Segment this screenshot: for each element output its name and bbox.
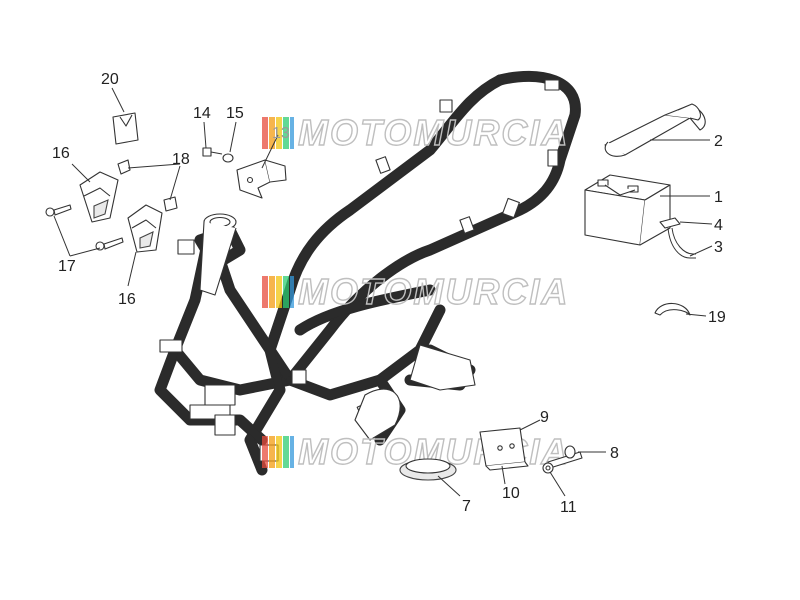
part-10-plate bbox=[479, 427, 529, 471]
part-17-screw-upper bbox=[45, 204, 72, 217]
part-16-relay-cover-top bbox=[79, 171, 119, 223]
callout-11: 11 bbox=[560, 499, 577, 516]
callout-16-bottom: 16 bbox=[118, 291, 136, 308]
frame bbox=[154, 70, 581, 476]
part-16-relay-cover-bottom bbox=[127, 204, 163, 253]
watermark-text: MOTOMURCIA bbox=[298, 112, 569, 153]
callout-18: 18 bbox=[172, 151, 190, 168]
part-20-clip bbox=[112, 112, 139, 145]
callout-14: 14 bbox=[193, 105, 211, 122]
part-17-screw-lower bbox=[95, 237, 124, 251]
callout-1: 1 bbox=[714, 189, 723, 206]
watermark-text: MOTOMURCIA bbox=[298, 271, 569, 312]
part-3-battery-cable bbox=[667, 227, 696, 259]
callout-20: 20 bbox=[101, 71, 119, 88]
part-11-washer bbox=[542, 462, 554, 474]
part-18-nut-upper bbox=[117, 159, 131, 175]
callout-9: 9 bbox=[540, 409, 549, 426]
part-15-washer bbox=[222, 153, 234, 163]
part-19-clamp bbox=[654, 302, 691, 316]
callout-16-top: 16 bbox=[52, 145, 70, 162]
part-7-seal bbox=[399, 458, 457, 481]
callout-3: 3 bbox=[714, 239, 723, 256]
part-13-bracket bbox=[236, 159, 287, 199]
part-4-cable-clip bbox=[659, 217, 681, 229]
part-2-battery-strap bbox=[604, 103, 706, 157]
callout-8: 8 bbox=[610, 445, 619, 462]
part-14-screw bbox=[202, 147, 223, 157]
watermark-logo-middle: MOTOMURCIA bbox=[262, 270, 569, 313]
callout-10: 10 bbox=[502, 485, 520, 502]
callout-15: 15 bbox=[226, 105, 244, 122]
callout-19: 19 bbox=[708, 309, 726, 326]
part-18-nut-lower bbox=[163, 196, 178, 212]
callout-17: 17 bbox=[58, 258, 76, 275]
watermark-logo-top: MOTOMURCIA bbox=[262, 111, 569, 154]
callout-7: 7 bbox=[462, 498, 471, 515]
callout-4: 4 bbox=[714, 217, 723, 234]
callout-13: 13 bbox=[272, 125, 290, 142]
callout-numbers: 20 14 15 13 16 18 17 16 2 1 4 3 19 9 8 1… bbox=[52, 71, 726, 516]
callout-2: 2 bbox=[714, 133, 723, 150]
part-1-battery bbox=[584, 174, 671, 246]
leader-lines bbox=[53, 87, 713, 497]
